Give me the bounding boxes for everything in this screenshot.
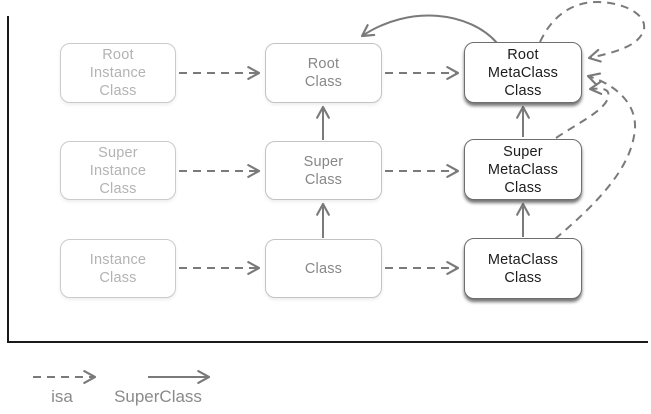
node-root-metaclass-class: Root MetaClass Class xyxy=(464,42,582,103)
node-super-metaclass-class: Super MetaClass Class xyxy=(464,139,582,200)
legend-superclass-label: SuperClass xyxy=(114,387,202,406)
node-super-instance-class: Super Instance Class xyxy=(60,141,176,200)
node-label: Root Class xyxy=(304,56,343,90)
isa-loop-metaclass-to-root-metaclass xyxy=(554,72,637,240)
node-metaclass-class: MetaClass Class xyxy=(464,238,582,299)
node-instance-class: Instance Class xyxy=(60,239,176,298)
node-super-class: Super Class xyxy=(265,141,382,200)
node-label: Root Instance Class xyxy=(89,47,147,99)
legend-isa-label: isa xyxy=(51,387,73,406)
node-class: Class xyxy=(265,239,382,298)
node-root-class: Root Class xyxy=(265,43,382,103)
node-label: Instance Class xyxy=(89,251,147,286)
node-root-instance-class: Root Instance Class xyxy=(60,43,176,103)
axis-frame xyxy=(7,16,648,343)
superclass-arc-root-metaclass-to-root xyxy=(360,14,498,44)
node-label: Super Class xyxy=(303,153,344,188)
node-label: Class xyxy=(304,260,343,277)
node-label: Super MetaClass Class xyxy=(487,143,559,196)
node-label: Root MetaClass Class xyxy=(487,46,559,99)
node-label: MetaClass Class xyxy=(487,251,559,286)
node-label: Super Instance Class xyxy=(89,144,147,197)
